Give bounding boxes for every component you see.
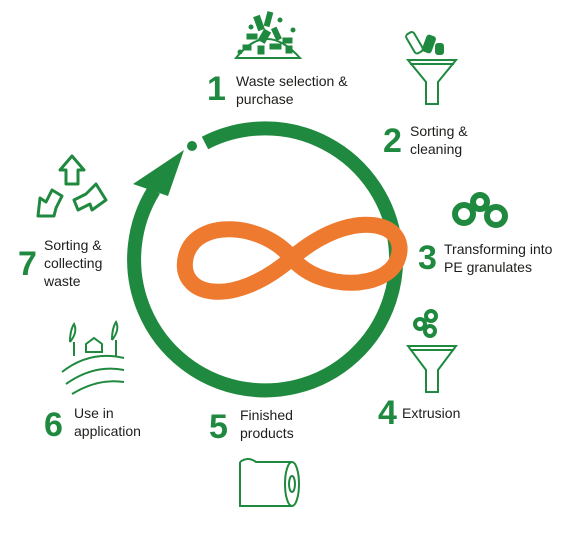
funnel-granulates-icon xyxy=(406,309,458,393)
infinity-icon xyxy=(176,216,408,300)
step-6-label-line1: Use in xyxy=(74,405,114,421)
step-3-number: 3 xyxy=(418,239,437,277)
granulates-icon xyxy=(452,192,508,228)
step-3-label-line1: Transforming into xyxy=(444,241,553,257)
step-6-label: Use in application xyxy=(74,404,141,440)
step-5-label-line2: products xyxy=(240,425,294,441)
step-4-number: 4 xyxy=(378,394,397,432)
farm-field-icon xyxy=(61,320,125,395)
step-7-label-line2: collecting xyxy=(44,255,103,271)
funnel-bottles-icon xyxy=(405,31,459,105)
cycle-arrow-head xyxy=(133,150,184,196)
step-6-number: 6 xyxy=(44,406,63,444)
cycle-ring xyxy=(127,121,404,398)
step-6-label-line2: application xyxy=(74,423,141,439)
step-2-label-line1: Sorting & xyxy=(410,123,468,139)
waste-pile-icon xyxy=(233,11,303,59)
step-1-number: 1 xyxy=(207,70,226,108)
step-5-label-line1: Finished xyxy=(240,407,293,423)
film-roll-icon xyxy=(239,458,300,507)
step-7-number: 7 xyxy=(18,245,37,283)
recycle-icon xyxy=(36,154,108,218)
step-7-label-line3: waste xyxy=(44,273,81,289)
step-5-number: 5 xyxy=(209,408,228,446)
step-2-number: 2 xyxy=(383,122,402,160)
step-7-label-line1: Sorting & xyxy=(44,237,102,253)
step-3-label: Transforming into PE granulates xyxy=(444,240,552,276)
step-1-label-line2: purchase xyxy=(236,91,294,107)
step-5-label: Finished products xyxy=(240,406,294,442)
step-3-label-line2: PE granulates xyxy=(444,259,532,275)
step-2-label-line2: cleaning xyxy=(410,141,463,157)
step-4-label-line1: Extrusion xyxy=(402,405,461,421)
step-2-label: Sorting & cleaning xyxy=(410,122,468,158)
step-7-label: Sorting & collecting waste xyxy=(44,236,102,290)
cycle-start-dot xyxy=(187,141,197,151)
step-1-label: Waste selection & purchase xyxy=(236,72,348,108)
step-4-label: Extrusion xyxy=(402,404,460,422)
step-1-label-line1: Waste selection & xyxy=(236,73,348,89)
